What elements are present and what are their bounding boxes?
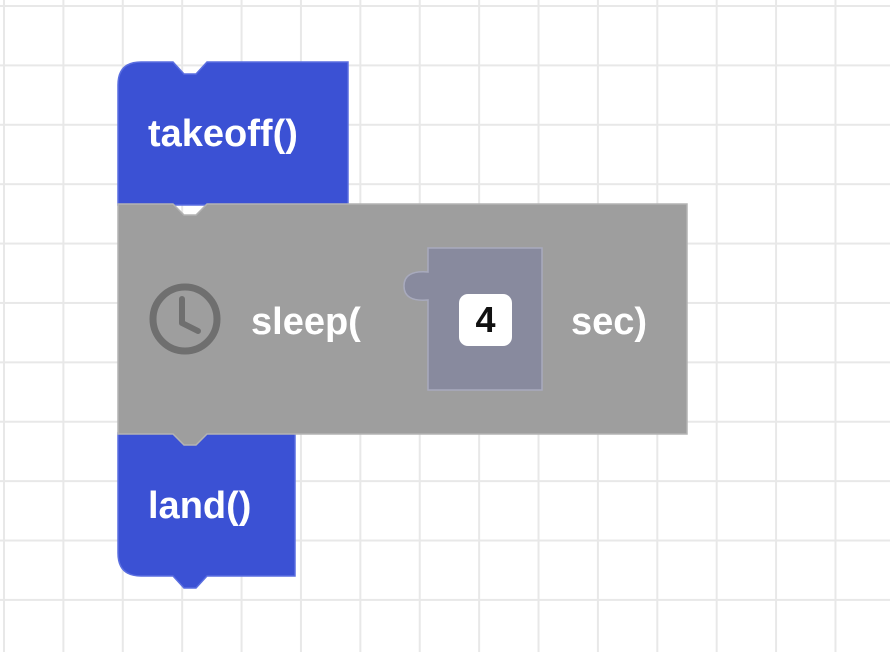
sleep-seconds-input[interactable]: 4: [459, 294, 512, 346]
clock-icon: [149, 283, 221, 355]
sleep-label: sleep(: [251, 301, 361, 343]
sleep-block[interactable]: [117, 203, 688, 446]
land-label: land(): [148, 485, 252, 527]
takeoff-label: takeoff(): [148, 113, 298, 155]
takeoff-block[interactable]: [117, 61, 349, 206]
land-block[interactable]: [117, 432, 296, 589]
sec-label: sec): [571, 301, 648, 343]
